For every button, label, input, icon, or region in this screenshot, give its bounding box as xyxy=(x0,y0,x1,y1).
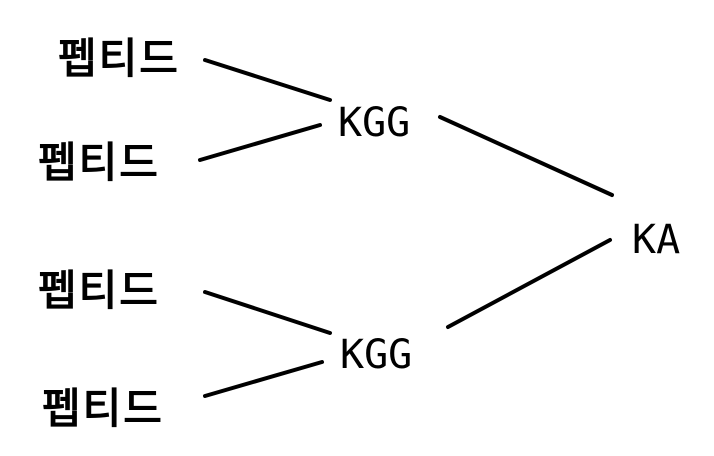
edge-peptide-1-to-kgg-top xyxy=(205,60,330,100)
edge-kgg-top-to-ka xyxy=(440,117,612,195)
edge-kgg-bottom-to-ka xyxy=(448,240,610,327)
edge-peptide-4-to-kgg-bottom xyxy=(205,362,322,396)
peptide-label-2: 펩티드 xyxy=(38,142,160,184)
peptide-label-4: 펩티드 xyxy=(42,388,164,430)
kgg-node-top: KGG xyxy=(338,103,410,143)
edge-peptide-2-to-kgg-top xyxy=(200,125,320,160)
edge-peptide-3-to-kgg-bottom xyxy=(205,292,330,333)
ka-node: KA xyxy=(632,220,680,260)
peptide-label-1: 펩티드 xyxy=(58,38,180,80)
peptide-label-3: 펩티드 xyxy=(38,270,160,312)
kgg-node-bottom: KGG xyxy=(340,335,412,375)
